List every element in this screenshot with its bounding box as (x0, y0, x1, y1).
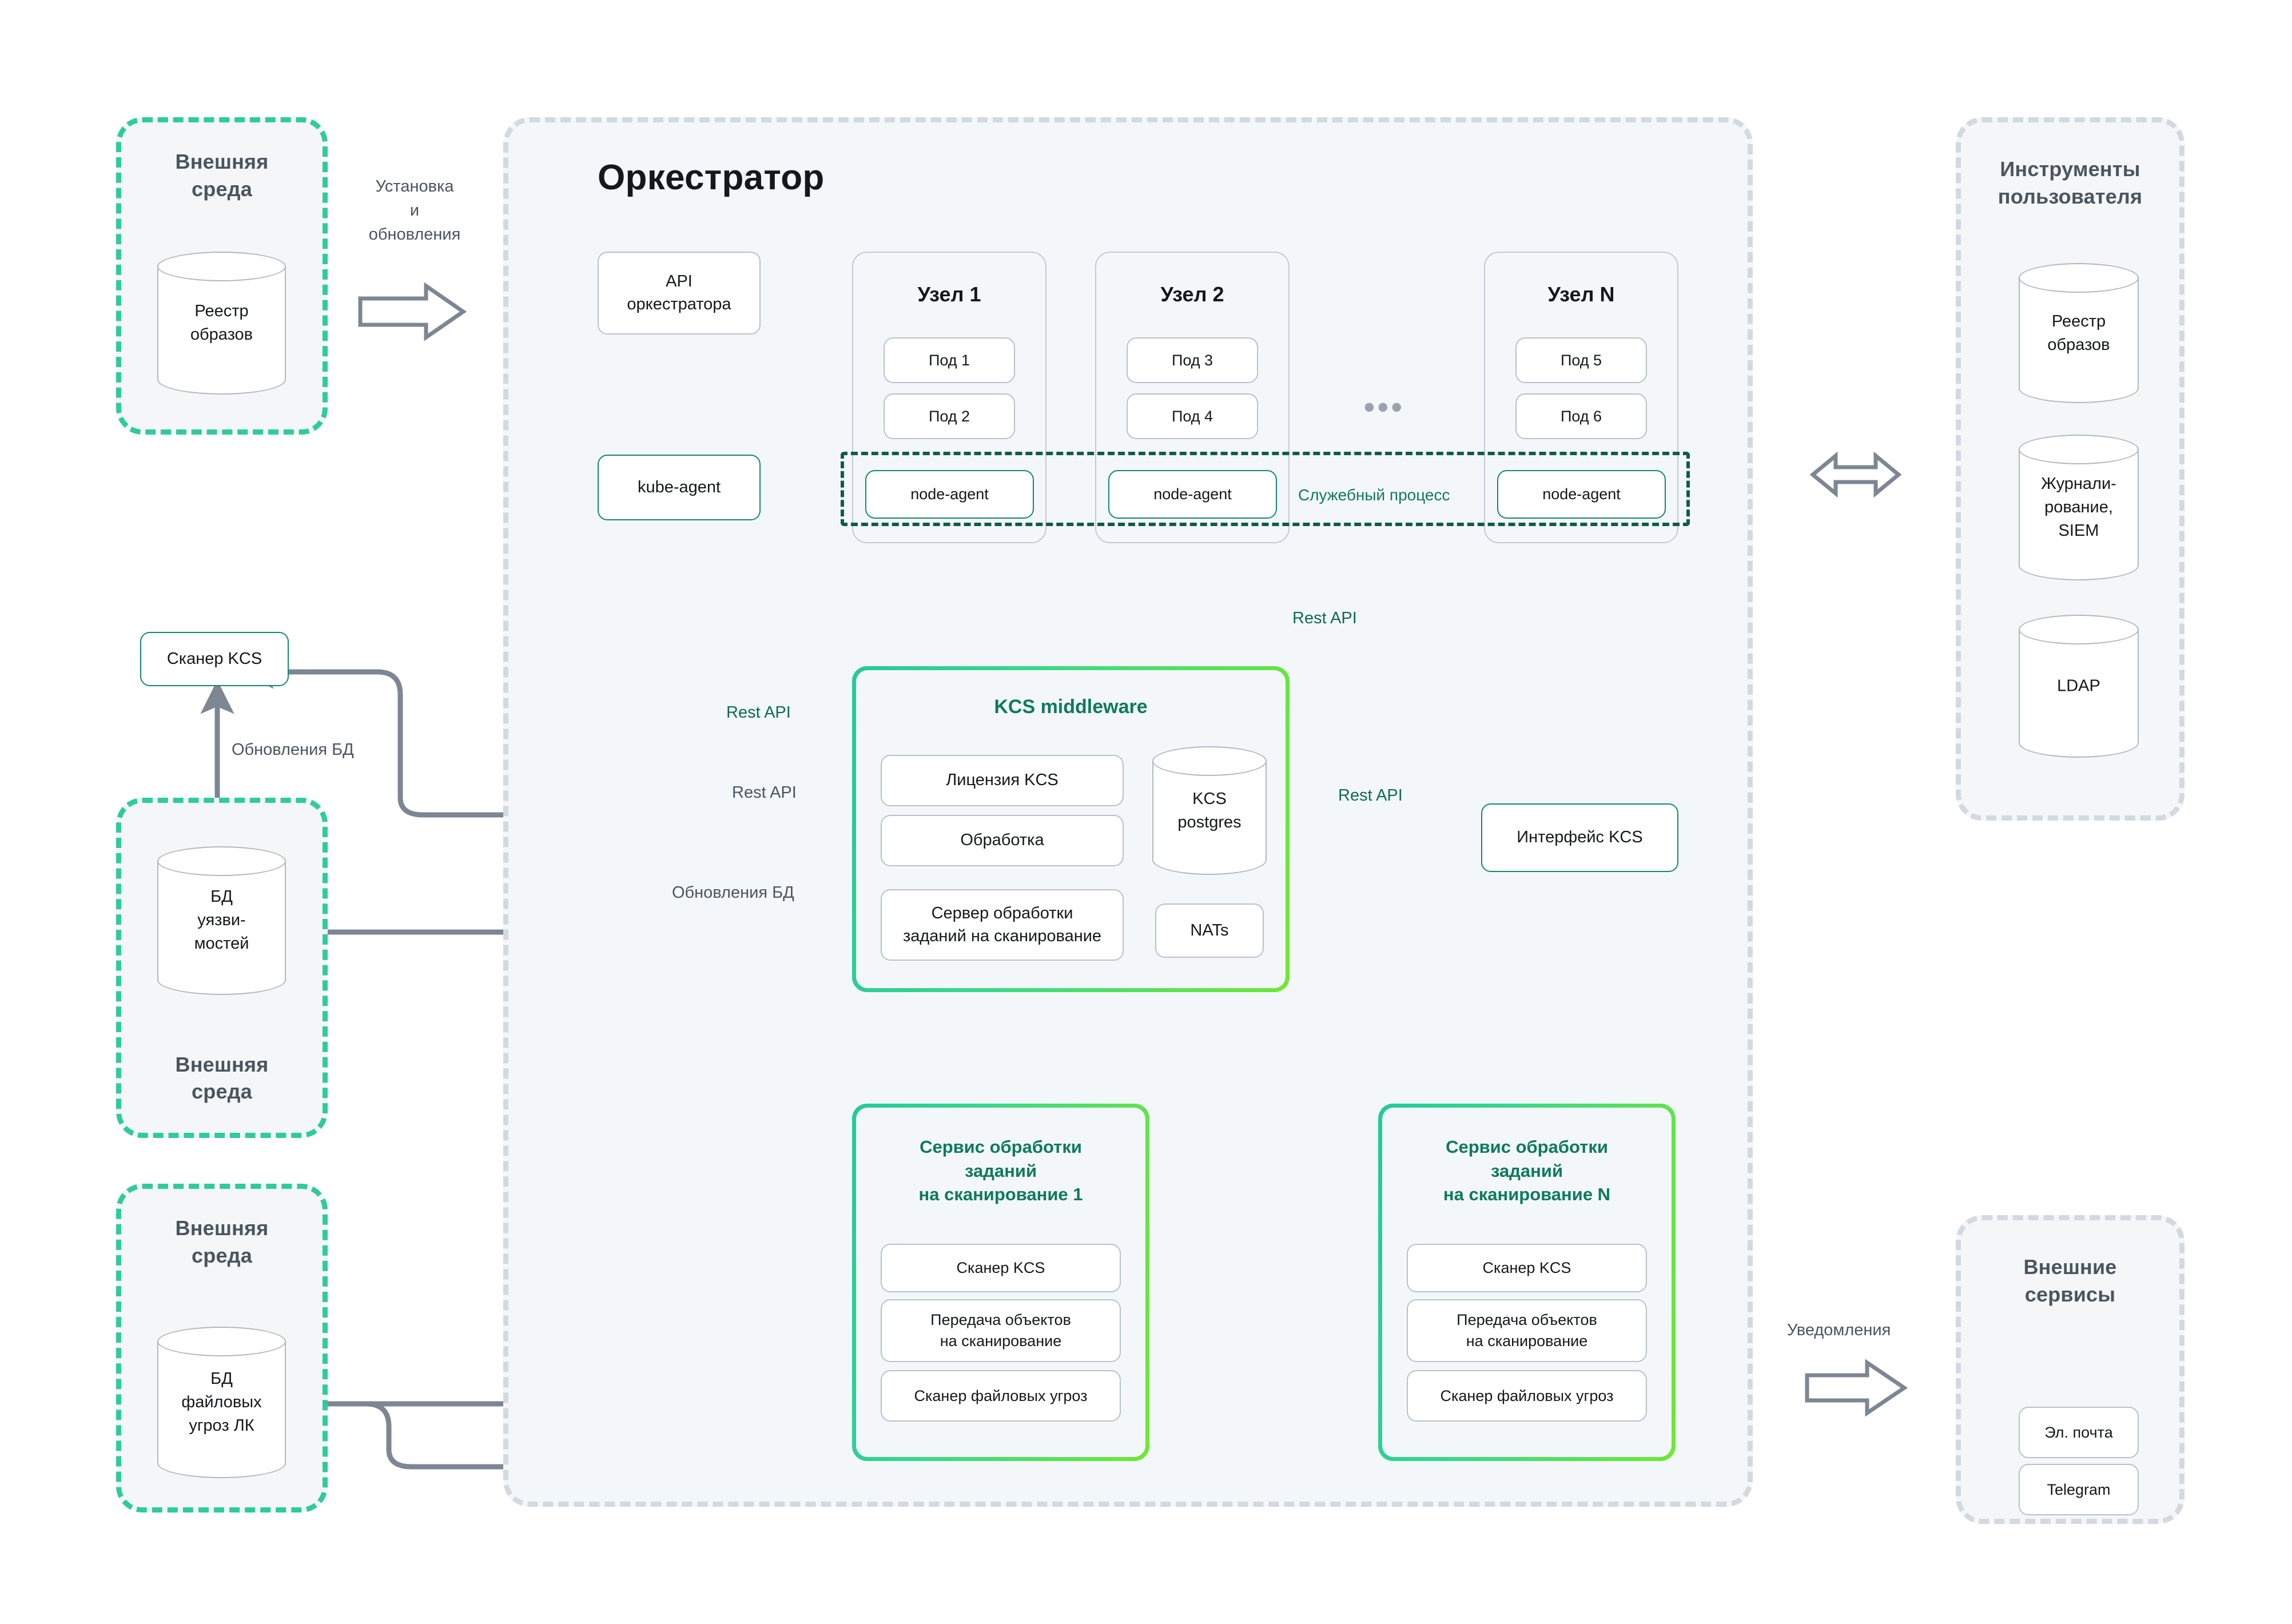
node-title: Узел 1 (917, 282, 981, 306)
email-box[interactable]: Эл. почта (2019, 1407, 2139, 1458)
email-label: Эл. почта (2044, 1423, 2113, 1441)
external-env-mid-panel: Внешняя среда (116, 798, 328, 1138)
node-agent-label: node-agent (910, 485, 989, 503)
processing-box[interactable]: Обработка (881, 815, 1124, 866)
db-logging-siem: Журнали- рование, SIEM (2019, 435, 2139, 580)
db-updates-middleware-label: Обновления БД (672, 883, 794, 902)
pod-label: Под 6 (1560, 407, 1602, 425)
service-process-label: Служебный процесс (1298, 486, 1450, 504)
item-label: Сканер KCS (1482, 1259, 1571, 1277)
rest-api-left-label: Rest API (732, 783, 797, 802)
db-label: Реестр образов (2047, 312, 2110, 354)
pod-label: Под 3 (1171, 351, 1213, 369)
pod-label: Под 1 (928, 351, 970, 369)
user-tools-title: Инструменты пользователя (1997, 157, 2143, 208)
bidirectional-arrow-icon (1810, 451, 1901, 498)
kube-agent-label: kube-agent (637, 477, 721, 496)
license-kcs-label: Лицензия KCS (946, 771, 1059, 790)
db-label: БД уязви- мостей (194, 887, 249, 953)
item-label: Сканер KCS (956, 1259, 1045, 1277)
telegram-label: Telegram (2047, 1480, 2111, 1498)
db-updates-left-label: Обновления БД (232, 741, 354, 759)
scan-task-server-box[interactable]: Сервер обработки заданий на сканирование (881, 889, 1124, 961)
external-services-title: Внешние сервисы (2023, 1255, 2117, 1306)
item-label: Передача объектов на сканирование (1457, 1311, 1597, 1350)
db-vulnerabilities: БД уязви- мостей (157, 846, 286, 995)
external-env-bottom-title: Внешняя среда (175, 1216, 269, 1267)
install-update-arrow-icon (358, 282, 467, 341)
processing-label: Обработка (960, 831, 1044, 850)
license-kcs-box[interactable]: Лицензия KCS (881, 755, 1124, 806)
kcs-middleware-title: KCS middleware (994, 696, 1148, 718)
rest-api-interface-label: Rest API (1338, 786, 1403, 805)
node-agent-box-n[interactable]: node-agent (1497, 470, 1666, 519)
api-orchestrator-label: API оркестратора (627, 272, 731, 313)
notifications-label: Уведомления (1787, 1321, 1891, 1339)
scan-service-n-title: Сервис обработки заданий на сканирование… (1443, 1137, 1611, 1205)
nats-label: NATs (1190, 921, 1229, 940)
db-label: KCS postgres (1177, 789, 1242, 831)
rest-api-nodes-label: Rest API (1292, 609, 1357, 627)
kube-agent-box[interactable]: kube-agent (598, 455, 761, 520)
pod-box-4[interactable]: Под 4 (1127, 393, 1258, 439)
db-image-registry-tools: Реестр образов (2019, 263, 2139, 403)
db-label: Журнали- рование, SIEM (2041, 474, 2116, 540)
item-label: Сканер файловых угроз (1440, 1387, 1614, 1404)
scan-service-1-file-threat-scanner[interactable]: Сканер файловых угроз (881, 1370, 1121, 1422)
orchestrator-title: Оркестратор (598, 158, 825, 197)
interface-kcs-box[interactable]: Интерфейс KCS (1481, 803, 1678, 872)
notifications-arrow-icon (1805, 1359, 1908, 1417)
pod-box-5[interactable]: Под 5 (1515, 337, 1647, 383)
scanner-kcs-box[interactable]: Сканер KCS (140, 632, 289, 686)
db-kcs-postgres: KCS postgres (1152, 746, 1267, 875)
node-title: Узел 2 (1160, 282, 1224, 306)
item-label: Передача объектов на сканирование (930, 1311, 1071, 1350)
edge-scanner-kcs-restapi (240, 655, 858, 832)
scan-service-n-scanner-kcs[interactable]: Сканер KCS (1407, 1244, 1647, 1292)
item-label: Сканер файловых угроз (914, 1387, 1088, 1404)
interface-kcs-label: Интерфейс KCS (1517, 828, 1643, 847)
service-process-band (841, 452, 1690, 526)
node-agent-label: node-agent (1153, 485, 1232, 503)
scan-service-n-file-threat-scanner[interactable]: Сканер файловых угроз (1407, 1370, 1647, 1422)
node-agent-box-2[interactable]: node-agent (1108, 470, 1277, 519)
pod-label: Под 4 (1171, 407, 1213, 425)
scan-service-1-scanner-kcs[interactable]: Сканер KCS (881, 1244, 1121, 1292)
external-env-top-title: Внешняя среда (175, 150, 269, 201)
rest-api-kube-label: Rest API (726, 703, 791, 722)
db-label: Реестр образов (190, 301, 253, 344)
node-agent-label: node-agent (1542, 485, 1621, 503)
db-label: БД файловых угроз ЛК (181, 1369, 262, 1435)
nats-box[interactable]: NATs (1155, 903, 1264, 958)
db-label: LDAP (2057, 676, 2100, 695)
pod-label: Под 2 (928, 407, 970, 425)
scan-service-1-transfer[interactable]: Передача объектов на сканирование (881, 1299, 1121, 1362)
telegram-box[interactable]: Telegram (2019, 1464, 2139, 1515)
scanner-kcs-label: Сканер KCS (166, 649, 262, 668)
nodes-ellipsis-icon: ••• (1364, 390, 1405, 424)
db-file-threats: БД файловых угроз ЛК (157, 1327, 286, 1478)
pod-box-1[interactable]: Под 1 (884, 337, 1015, 383)
scan-service-n-transfer[interactable]: Передача объектов на сканирование (1407, 1299, 1647, 1362)
scan-task-server-label: Сервер обработки заданий на сканирование (902, 904, 1102, 945)
pod-label: Под 5 (1560, 351, 1602, 369)
pod-box-6[interactable]: Под 6 (1515, 393, 1647, 439)
api-orchestrator-box[interactable]: API оркестратора (598, 252, 761, 335)
node-agent-box-1[interactable]: node-agent (865, 470, 1034, 519)
node-title: Узел N (1547, 282, 1615, 306)
external-env-mid-title: Внешняя среда (175, 1052, 269, 1104)
pod-box-2[interactable]: Под 2 (884, 393, 1015, 439)
pod-box-3[interactable]: Под 3 (1127, 337, 1258, 383)
db-image-registry-external: Реестр образов (157, 252, 286, 395)
db-ldap: LDAP (2019, 615, 2139, 758)
install-update-label: Установка и обновления (368, 177, 461, 244)
scan-service-1-title: Сервис обработки заданий на сканирование… (918, 1137, 1083, 1205)
